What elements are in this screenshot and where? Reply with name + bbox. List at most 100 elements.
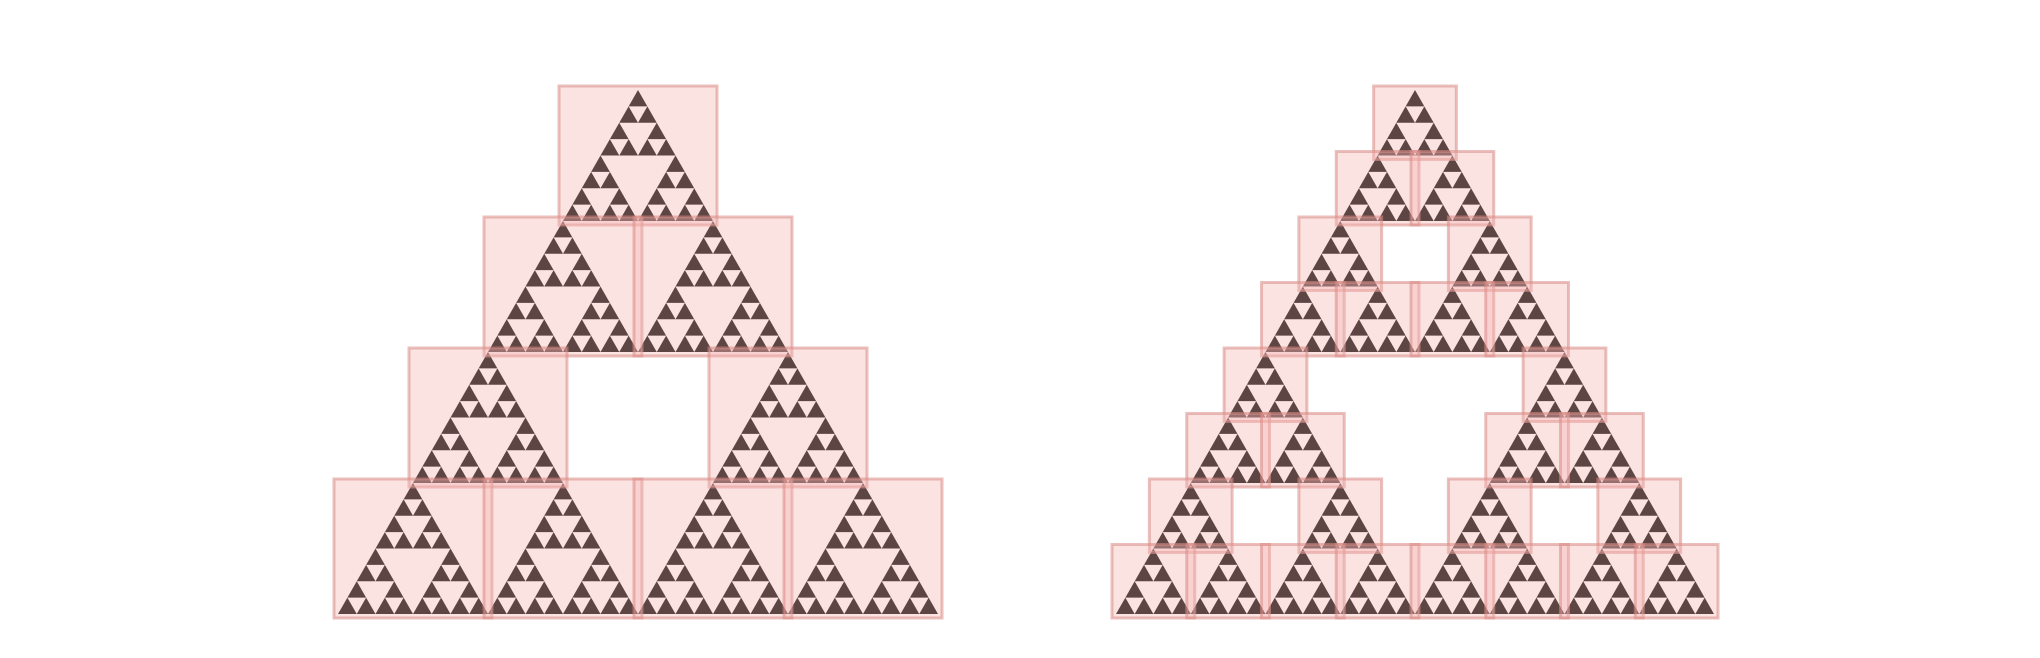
bounding-box [1297, 215, 1384, 292]
sierpinski-triangle [656, 139, 676, 156]
bounding-box [632, 215, 794, 358]
sierpinski-triangle [1443, 155, 1462, 172]
sierpinski-triangle [572, 188, 592, 205]
sierpinski-triangle [506, 401, 526, 418]
sierpinski-triangle [1200, 450, 1219, 467]
sierpinski-triangle [722, 515, 742, 533]
bounding-box [1596, 477, 1683, 554]
sierpinski-triangle [1293, 417, 1313, 434]
sierpinski-triangle [516, 286, 535, 303]
sierpinski-triangle [591, 286, 610, 303]
sierpinski-triangle [1134, 597, 1154, 614]
sierpinski-triangle [769, 401, 788, 418]
sierpinski-triangle [731, 433, 751, 451]
sierpinski-triangle [1517, 286, 1537, 303]
sierpinski-triangle [825, 597, 845, 614]
sierpinski-triangle [1209, 564, 1229, 582]
sierpinski-triangle [431, 433, 451, 451]
bounding-box [407, 346, 569, 489]
sierpinski-triangle [1302, 433, 1322, 451]
sierpinski-triangle [600, 564, 620, 582]
sierpinski-triangle [1162, 515, 1182, 533]
sierpinski-triangle [1274, 581, 1294, 598]
sierpinski-triangle [394, 499, 413, 516]
bounding-box [1334, 543, 1421, 620]
sierpinski-triangle [1527, 302, 1546, 320]
sierpinski-triangle [638, 106, 657, 123]
sierpinski-triangle [881, 532, 901, 549]
sierpinski-triangle [1162, 581, 1182, 598]
sierpinski-triangle [684, 188, 704, 205]
sierpinski-triangle [516, 548, 535, 565]
sierpinski-triangle [1527, 433, 1546, 451]
sierpinski-triangle [1349, 581, 1369, 598]
sierpinski-triangle [703, 221, 723, 238]
sierpinski-triangle [1116, 597, 1135, 614]
sierpinski-triangle [563, 597, 582, 614]
sierpinski-triangle [1499, 319, 1518, 336]
sierpinski-triangle [731, 270, 751, 287]
sierpinski-triangle [488, 368, 507, 385]
sierpinski-triangle [1564, 368, 1584, 385]
sierpinski-triangle [1237, 450, 1257, 467]
sierpinski-triangle [1256, 352, 1275, 369]
sierpinski-triangle [694, 499, 713, 516]
bounding-box [1484, 412, 1570, 489]
sierpinski-triangle [1433, 597, 1453, 614]
sierpinski-triangle [881, 564, 901, 582]
sierpinski-triangle [441, 417, 460, 434]
sierpinski-triangle [919, 597, 938, 614]
sierpinski-triangle [684, 253, 704, 271]
sierpinski-triangle [413, 597, 432, 614]
sierpinski-triangle [563, 532, 582, 549]
sierpinski-triangle [459, 450, 479, 467]
sierpinski-triangle [609, 122, 629, 140]
sierpinski-triangle [638, 139, 657, 156]
sierpinski-triangle [572, 253, 592, 271]
sierpinski-triangle [1228, 564, 1247, 582]
bounding-box [1446, 477, 1533, 554]
sierpinski-triangle [647, 122, 667, 140]
sierpinski-triangle [731, 532, 751, 549]
sierpinski-triangle [1396, 106, 1415, 123]
sierpinski-triangle [581, 270, 601, 287]
sierpinski-triangle [788, 368, 807, 385]
bounding-box [1260, 281, 1346, 358]
sierpinski-triangle [1461, 515, 1481, 533]
sierpinski-triangle [544, 532, 563, 549]
sierpinski-triangle [534, 515, 554, 533]
sierpinski-triangle [1368, 548, 1387, 565]
sierpinski-triangle [1330, 221, 1350, 238]
sierpinski-triangle [1349, 515, 1369, 533]
sierpinski-triangle [778, 352, 798, 369]
sierpinski-triangle [1499, 450, 1518, 467]
sierpinski-triangle [759, 450, 779, 467]
sierpinski-triangle [581, 302, 601, 320]
sierpinski-triangle [1358, 564, 1378, 582]
sierpinski-triangle [1489, 237, 1509, 254]
sierpinski-triangle [459, 384, 479, 402]
sierpinski-triangle [1284, 433, 1303, 451]
bounding-box [1484, 543, 1570, 620]
sierpinski-triangle [1471, 237, 1490, 254]
sierpinski-triangle [759, 581, 779, 598]
sierpinski-triangle [1125, 581, 1145, 598]
sierpinski-triangle [1209, 597, 1229, 614]
sierpinski-triangle [1228, 597, 1247, 614]
sierpinski-triangle [1620, 499, 1640, 516]
sierpinski-triangle [741, 417, 760, 434]
bounding-box [1409, 543, 1496, 620]
sierpinski-triangle [488, 401, 507, 418]
sierpinski-triangle [1405, 90, 1425, 107]
sierpinski-triangle [806, 597, 826, 614]
sierpinski-triangle [1284, 564, 1303, 582]
sierpinski-triangle [834, 515, 854, 533]
sierpinski-triangle [713, 499, 732, 516]
sierpinski-triangle [1573, 581, 1593, 598]
sierpinski-triangle [863, 499, 882, 516]
sierpinski-triangle [497, 319, 517, 336]
sierpinski-triangle [581, 335, 601, 352]
sierpinski-triangle [1424, 122, 1444, 140]
sierpinski-triangle [581, 532, 601, 549]
sierpinski-triangle [1377, 597, 1397, 614]
